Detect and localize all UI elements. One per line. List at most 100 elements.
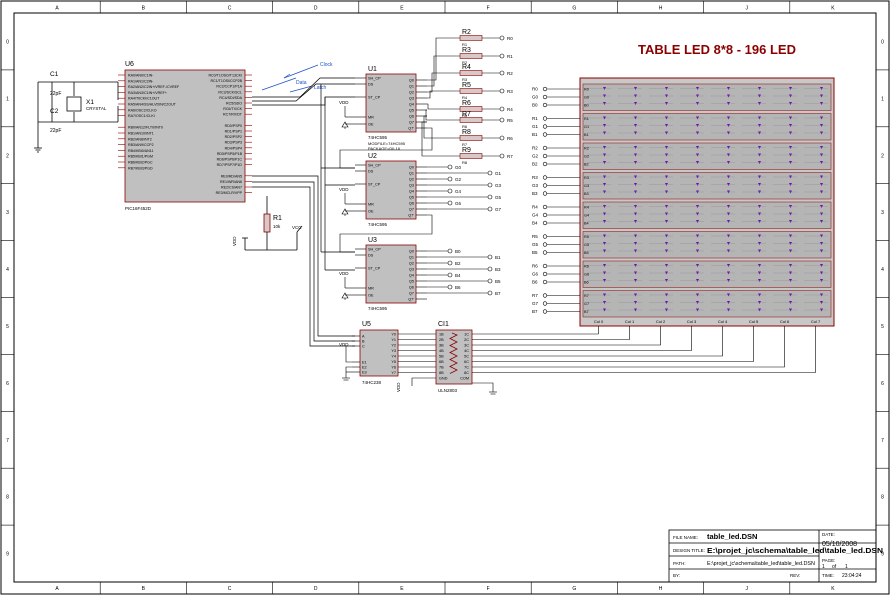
frame-col-top: E	[400, 6, 404, 12]
tb-page-label: PAGE:	[822, 558, 835, 563]
mcu-pin-right-label: RD4/PSP4	[225, 146, 242, 150]
matrix-row-label: R6	[532, 264, 538, 269]
matrix-row-label: B3	[532, 191, 538, 196]
mcu-u6[interactable]: U6 PIC16F452D RA0/AN0/C1IN-RA1/AN1/C2IN-…	[118, 61, 252, 211]
matrix-pin-label: B5	[584, 251, 589, 255]
shift-registers: U174HC595MODFILE=74HC595PACKAGE=DIL16SH_…	[339, 66, 433, 311]
shift-register-part: 74HC595	[368, 306, 388, 311]
terminal-icon	[447, 260, 453, 266]
terminal-icon	[542, 250, 548, 255]
terminal-icon	[499, 53, 505, 59]
net-arrows	[261, 64, 319, 93]
terminal-icon	[542, 183, 548, 188]
mcu-pin-right-label: RC6/TX/CK	[223, 107, 242, 111]
matrix-row-label: G0	[532, 95, 539, 100]
decoder-pin-out-label: Y7	[391, 371, 396, 375]
decoder-pin-in-label: A	[362, 335, 365, 339]
shift-register-package: PACKAGE=DIL16	[368, 146, 401, 151]
driver-ci1[interactable]: CI1ULN28031B2B3B4B5B6B7B8BGND1C2C3C4C5C6…	[396, 321, 497, 395]
matrix-row-label: B0	[532, 103, 538, 108]
sr-pin-out-label: Q4	[409, 274, 414, 278]
frame-row-right: 8	[881, 495, 884, 501]
mcu-pin-right-label: RD6/PSP6/P1C	[217, 158, 243, 162]
terminal-icon	[487, 182, 493, 188]
driver-diode-icon	[449, 332, 458, 374]
matrix-row-label: B2	[532, 162, 538, 167]
matrix-row-label: R0	[532, 87, 538, 92]
shift-register-u2[interactable]: U274HC595SH_CPDSST_CPMROEQ0Q1Q2Q3Q4Q5Q6Q…	[339, 153, 427, 227]
matrix-row-label: R1	[532, 116, 538, 121]
tb-design: E:\projet_jc\schema\table_led\table_led.…	[707, 546, 883, 555]
sr-pin-out-label: Q5	[409, 109, 414, 113]
mcu-pin-left-label: RB5/KBI1/PGM	[128, 155, 153, 159]
matrix-pin-label: G3	[584, 184, 589, 188]
driver-body	[435, 329, 473, 385]
resistor-value: R8	[462, 160, 468, 165]
sr-pin-out-label: Q6	[409, 286, 414, 290]
terminal-icon	[487, 254, 493, 260]
driver-pin-in-label: 1B	[439, 333, 444, 337]
tb-path-label: PATH:	[673, 561, 686, 566]
resistor-body	[459, 135, 483, 141]
b-output-label: B3	[495, 267, 501, 272]
terminal-icon	[542, 124, 548, 129]
matrix-row-label: R2	[532, 146, 538, 151]
terminal-icon	[542, 242, 548, 247]
red-resistors: R2R1R0R3R2R1R4R3R2R5R4R3R6R5R4R7R6R5R8R7…	[421, 29, 513, 165]
shift-register-u1[interactable]: U174HC595MODFILE=74HC595PACKAGE=DIL16SH_…	[339, 66, 427, 151]
resistor-output-label: R3	[507, 89, 513, 94]
g-output-label: G5	[495, 195, 502, 200]
frame-row-right: 7	[881, 438, 884, 444]
mcu-pin-left-label: RA6/OSC2/CLKO	[128, 108, 157, 112]
frame-col-bottom: D	[314, 586, 318, 592]
mcu-pin-left-label: RA0/AN0/C1IN-	[128, 74, 154, 78]
mcu-pin-right-label: RC1/T1OSI/CCP2B	[210, 79, 242, 83]
tb-of: of	[832, 564, 837, 570]
shift-register-body	[365, 160, 417, 220]
matrix-pin-label: R4	[584, 206, 589, 210]
sr-pin-out-label: Q0	[409, 250, 414, 254]
mcu-pin-right-label: RD0/PSP0	[225, 124, 242, 128]
terminal-icon	[447, 176, 453, 182]
frame-col-top: B	[142, 6, 146, 12]
column-wire	[472, 334, 754, 362]
mcu-pin-left-label: RA1/AN1/C2IN-	[128, 79, 154, 83]
resistor-wire	[421, 121, 460, 157]
title-block	[668, 529, 877, 583]
frame-row-left: 4	[6, 267, 9, 273]
frame-row-left: 6	[6, 381, 9, 387]
terminal-icon	[542, 212, 548, 218]
cascade-wire	[339, 127, 433, 169]
matrix-row-label: G2	[532, 154, 539, 159]
mcu-pin-right-label: RD1/PSP1	[225, 130, 242, 134]
g-output-label: G1	[495, 171, 502, 176]
sr-pin-out-label: Q1	[409, 172, 414, 176]
resistor-body	[459, 88, 483, 94]
terminal-icon	[542, 86, 548, 92]
resistor-value: R6	[462, 124, 468, 129]
mcu-pin-right-label: RE0/RD/AN5	[221, 174, 242, 178]
vdd-label: VDD	[339, 271, 349, 276]
sr-pin-out-label: Q7	[409, 208, 414, 212]
frame-row-right: 1	[881, 96, 884, 102]
column-wire	[472, 334, 816, 373]
net-label-clock: Clock	[320, 62, 333, 68]
column-wire	[472, 334, 661, 346]
frame-row-left: 3	[6, 210, 9, 216]
mcu-pin-right-label: RC0/T1OSO/T13CKI	[208, 74, 242, 78]
resistor-ref: R3	[462, 47, 471, 54]
matrix-row-label: G7	[532, 301, 539, 306]
resistor-body	[459, 53, 483, 59]
ground-wire	[345, 366, 352, 378]
shift-register-u3[interactable]: U374HC595SH_CPDSST_CPMROEQ0Q1Q2Q3Q4Q5Q6Q…	[339, 237, 427, 311]
mcu-pin-right-label: RD7/PSP7/P1D	[217, 163, 243, 167]
matrix-row-band	[582, 142, 832, 170]
mcu-pin-left-label: RB7/KBI3/PGD	[128, 166, 153, 170]
decoder-pin-out-label: Y4	[391, 355, 396, 359]
frame-col-bottom: G	[572, 586, 576, 592]
matrix-col-label: Col 1	[625, 319, 635, 324]
resistor-body	[459, 117, 483, 123]
matrix-row-band	[582, 83, 832, 111]
matrix-pin-label: G7	[584, 302, 589, 306]
